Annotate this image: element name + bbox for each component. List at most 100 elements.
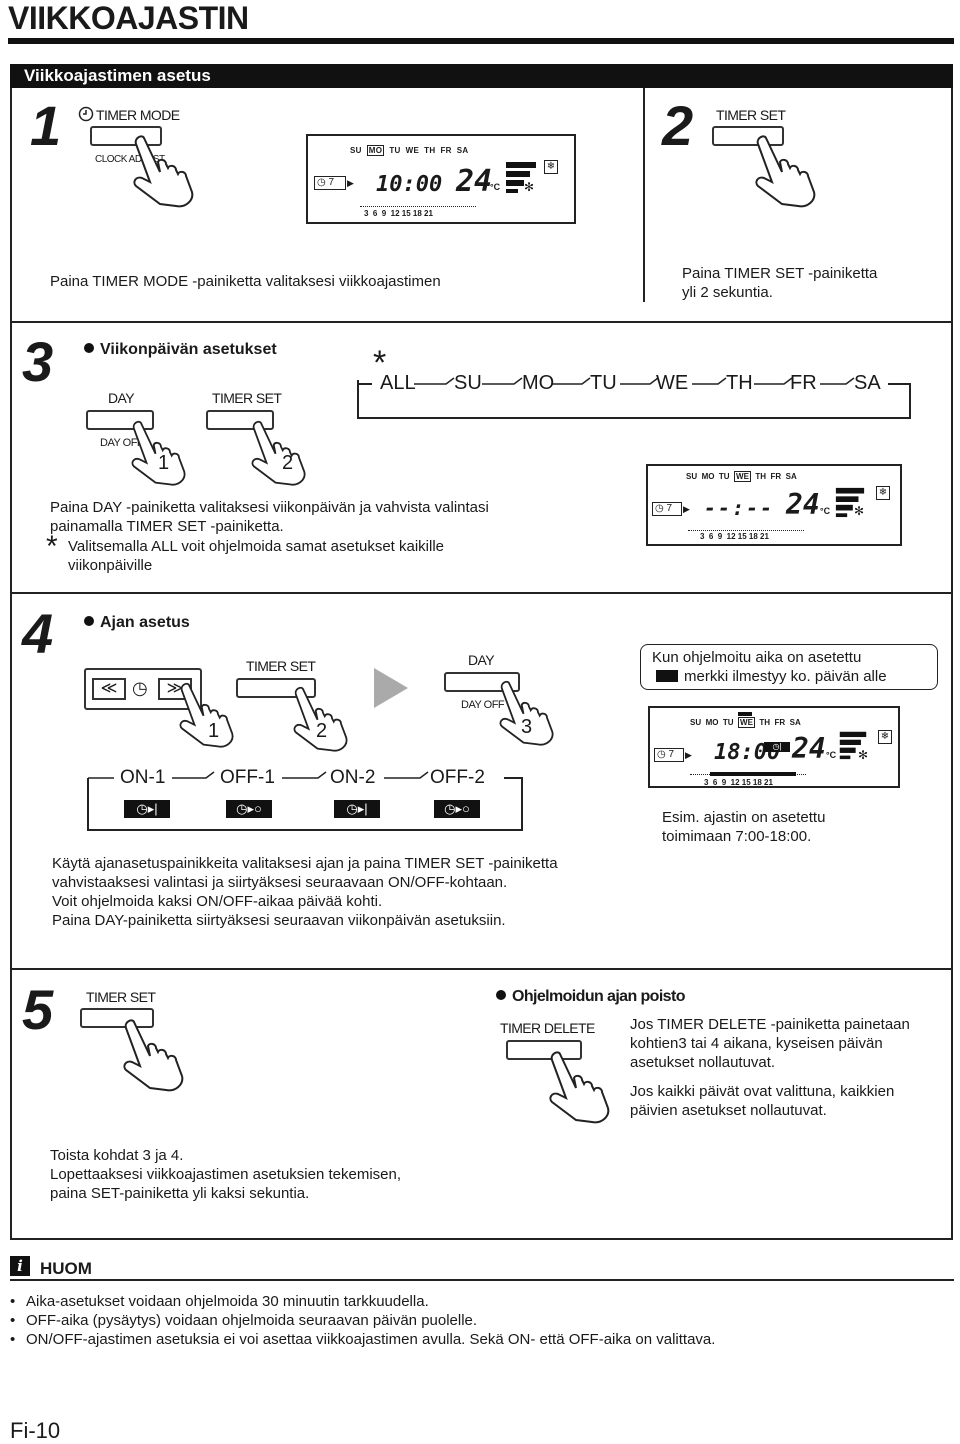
timer-set-label-2: TIMER SET <box>716 107 786 123</box>
timer-delete-label: TIMER DELETE <box>500 1020 595 1036</box>
cool-mode-icon: ❄ <box>878 730 892 744</box>
lcd-time: 10:00 <box>376 172 443 197</box>
lcd-scale-line <box>688 530 804 531</box>
day-marker-icon <box>656 670 678 682</box>
pointing-hand-icon <box>549 1051 610 1124</box>
lcd-days: SU MO TU WE TH FR SA <box>686 471 797 482</box>
asterisk-marker: * <box>373 344 387 382</box>
page-number: Fi-10 <box>10 1418 61 1443</box>
finger-number-1: 1 <box>158 452 170 474</box>
step-5-description-3: paina SET-painiketta yli kaksi sekuntia. <box>50 1185 310 1202</box>
section-title: Viikkoajastimen asetus <box>24 66 211 85</box>
delete-description-2: kohtien3 tai 4 aikana, kyseisen päivän <box>630 1035 883 1052</box>
lcd-display-1: SU MO TU WE TH FR SA ◷ 7 ▶ 10:00 24 °C ✻… <box>306 134 576 224</box>
step-3-note-2: viikonpäiville <box>68 557 153 574</box>
pointing-hand-icon <box>499 680 554 746</box>
fan-icon: ✻ <box>858 748 869 762</box>
day-sequence-loop <box>357 377 911 419</box>
step-2-description-1: Paina TIMER SET -painiketta <box>682 265 878 282</box>
lcd-scale: 3 6 9 12 15 18 21 <box>704 778 773 787</box>
fan-speed-icon <box>506 162 536 193</box>
pointing-hand-icon <box>133 135 194 208</box>
lcd-scale: 3 6 9 12 15 18 21 <box>364 209 433 218</box>
step-2-number: 2 <box>662 94 694 157</box>
pointing-hand-icon <box>123 1019 184 1092</box>
section-title-bar: Viikkoajastimen asetus <box>10 64 953 88</box>
clock-adjust-label: CLOCK ADJUST <box>95 154 165 165</box>
selected-day: WE <box>734 471 751 482</box>
pointing-hand-icon <box>293 686 348 752</box>
delete-heading: Ohjelmoidun ajan poisto <box>496 988 685 1006</box>
note-title: HUOM <box>40 1259 92 1278</box>
fan-speed-icon <box>839 731 867 760</box>
timer-mode-label: TIMER MODE <box>96 107 180 123</box>
timer-set-label-5: TIMER SET <box>86 989 156 1005</box>
lcd-days: SU MO TU WE TH FR SA <box>350 145 469 156</box>
timer-set-label-3: TIMER SET <box>212 390 282 406</box>
info-icon: i <box>10 1256 30 1276</box>
step-3-heading: Viikonpäivän asetukset <box>84 341 277 359</box>
timer-off-icon: ◷▸○ <box>434 800 480 818</box>
timer-set-label-4: TIMER SET <box>246 658 316 674</box>
pointing-hand-icon <box>755 135 816 208</box>
timer-delete-button[interactable] <box>506 1040 582 1060</box>
lcd-timer-indicator: ◷ 7 <box>314 176 346 190</box>
step-4-number: 4 <box>22 602 54 665</box>
example-text-2: toimimaan 7:00-18:00. <box>662 828 812 845</box>
step-1-number: 1 <box>30 94 62 157</box>
timer-on-icon: ◷| <box>764 742 790 752</box>
lcd-temp: 24 <box>786 488 820 521</box>
day-seq-mo: MO <box>522 372 555 394</box>
timer-on-icon: ◷▸| <box>124 800 170 818</box>
day-seq-su: SU <box>454 372 482 394</box>
delete-description-1: Jos TIMER DELETE -painiketta painetaan <box>630 1016 910 1033</box>
title-rule <box>8 38 954 44</box>
asterisk-marker: * <box>46 530 58 563</box>
seq-on-1: ON-1 <box>120 767 166 788</box>
finger-number-1: 1 <box>208 720 220 742</box>
day-seq-we: WE <box>656 372 689 394</box>
day-marker-icon <box>738 712 752 716</box>
step-5-number: 5 <box>22 978 54 1041</box>
lcd-temp: 24 <box>792 732 826 765</box>
lcd-display-4: SU MO TU WE TH FR SA ◷ 7 ▶ 18:00 ◷| 24 °… <box>648 706 900 788</box>
lcd-unit: °C <box>820 506 831 516</box>
day-seq-sa: SA <box>854 372 881 394</box>
step-4-description-1: Käytä ajanasetuspainikkeita valitaksesi … <box>52 855 558 872</box>
step-3-description-2: painamalla TIMER SET -painiketta. <box>50 518 284 535</box>
step-4-description-4: Paina DAY-painiketta siirtyäksesi seuraa… <box>52 912 506 929</box>
timer-off-icon: ◷▸○ <box>226 800 272 818</box>
page-title: VIIKKOAJASTIN <box>8 0 249 36</box>
timer-bar <box>710 772 796 776</box>
finger-number-2: 2 <box>282 452 294 474</box>
pointing-hand-icon <box>251 420 306 486</box>
day-seq-all: ALL <box>380 372 416 394</box>
pointing-hand-icon <box>131 420 186 486</box>
lcd-timer-indicator: ◷ 7 <box>652 502 682 516</box>
cool-mode-icon: ❄ <box>876 486 890 500</box>
divider-4-5 <box>10 968 953 970</box>
step-4-description-2: vahvistaaksesi valintasi ja siirtyäksesi… <box>52 874 508 891</box>
delete-description-3: asetukset nollautuvat. <box>630 1054 776 1071</box>
selected-day: WE <box>738 717 755 728</box>
day-seq-tu: TU <box>590 372 617 394</box>
time-adjust-panel <box>84 668 202 710</box>
fan-icon: ✻ <box>854 504 865 518</box>
step-1-description: Paina TIMER MODE -painiketta valitaksesi… <box>50 273 441 290</box>
day-seq-th: TH <box>726 372 753 394</box>
clock-icon <box>78 106 94 122</box>
note-rule <box>10 1279 954 1281</box>
finger-number-2: 2 <box>316 720 328 742</box>
step-4-heading: Ajan asetus <box>84 614 190 632</box>
lcd-unit: °C <box>490 182 501 192</box>
example-text-1: Esim. ajastin on asetettu <box>662 809 826 826</box>
cool-mode-icon: ❄ <box>544 160 558 174</box>
day-off-label-4: DAY OFF <box>461 699 505 711</box>
lcd-scale: 3 6 9 12 15 18 21 <box>700 532 769 541</box>
seq-off-1: OFF-1 <box>220 767 275 788</box>
callout-box <box>640 644 938 690</box>
lcd-temp: 24 <box>456 164 493 199</box>
time-down-button[interactable]: ≪ <box>92 678 126 700</box>
selected-day: MO <box>366 145 385 156</box>
delete-description-5: päivien asetukset nollautuvat. <box>630 1102 827 1119</box>
